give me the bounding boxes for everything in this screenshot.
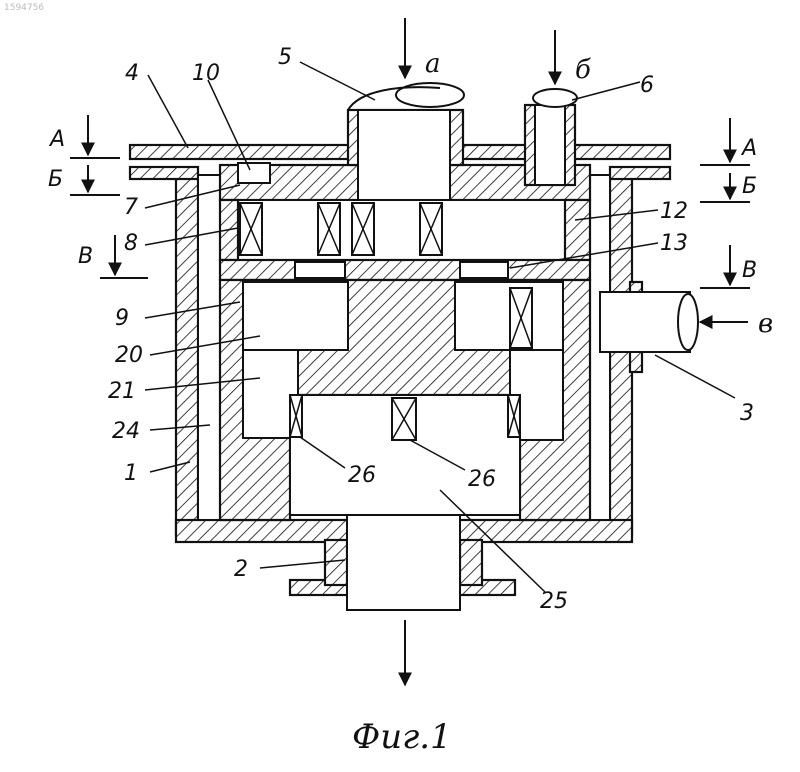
inlet-pipe-6 — [525, 89, 577, 185]
callout-2: 2 — [234, 557, 248, 582]
callout-12: 12 — [660, 199, 688, 224]
middle-plate — [220, 260, 590, 280]
callout-3: 3 — [740, 401, 754, 426]
section-mark-b-left: Б — [48, 167, 63, 192]
callout-10: 10 — [192, 61, 220, 86]
callout-26-right: 26 — [468, 467, 496, 492]
callout-24: 24 — [112, 419, 140, 444]
section-mark-v-right: В — [742, 258, 757, 283]
callout-25: 25 — [540, 589, 568, 614]
outlet-pipe — [347, 515, 460, 610]
figure-caption: Фиг.1 — [352, 717, 452, 757]
lower-chamber — [290, 395, 520, 515]
flow-label-v: в — [758, 309, 773, 339]
callout-9: 9 — [115, 306, 129, 331]
callout-1: 1 — [124, 461, 138, 486]
section-mark-v-left: В — [78, 244, 93, 269]
callout-7: 7 — [124, 195, 138, 220]
section-mark-a-left: А — [48, 127, 65, 152]
rotor-band — [220, 200, 590, 260]
callout-4: 4 — [125, 61, 139, 86]
callout-6: 6 — [640, 73, 654, 98]
callout-26-left: 26 — [348, 463, 376, 488]
callout-21: 21 — [108, 379, 136, 404]
flow-label-b: б — [575, 55, 591, 85]
callout-5: 5 — [278, 45, 292, 70]
callout-20: 20 — [115, 343, 143, 368]
flow-label-a: а — [425, 49, 441, 79]
callout-13: 13 — [660, 231, 688, 256]
callout-8: 8 — [124, 231, 138, 256]
inlet-pipe-5 — [348, 83, 464, 200]
stamp-text: 1594756 — [4, 3, 44, 13]
section-mark-a-right: А — [740, 136, 757, 161]
section-mark-b-right: Б — [742, 174, 757, 199]
